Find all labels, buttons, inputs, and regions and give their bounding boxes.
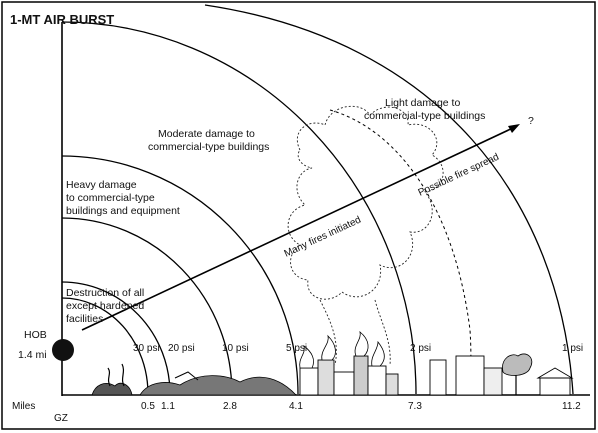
psi-20-label: 20 psi [168,343,195,354]
distance-2-8: 2.8 [223,401,237,412]
zone-destruction-line3: facilities [66,313,103,325]
smoke-plume-left [319,299,337,366]
arc-2psi [61,21,417,395]
fire-spread-label: Possible fire spread [417,152,501,199]
distance-11-2: 11.2 [562,401,581,412]
fireball-icon [52,339,74,361]
hob-label: HOB [24,329,47,341]
distance-7-3: 7.3 [408,401,422,412]
psi-1-label: 1 psi [562,343,583,354]
many-fires-label: Many fires initiated [283,215,363,260]
arc-30psi [61,297,149,395]
psi-5-label: 5 psi [286,343,307,354]
burning-buildings [299,330,399,396]
zone-moderate-line2: commercial-type buildings [148,141,269,153]
hob-height: 1.4 mi [18,349,47,361]
miles-label: Miles [12,401,35,412]
psi-10-label: 10 psi [222,343,249,354]
diagram-title: 1-MT AIR BURST [10,12,114,27]
arrowhead-icon [508,124,520,133]
zone-destruction-line1: Destruction of all [66,287,144,299]
distance-4-1: 4.1 [289,401,303,412]
distance-1-1: 1.1 [161,401,175,412]
question-mark: ? [528,115,534,127]
zone-heavy-line2: to commercial-type [66,192,155,204]
smoke-plume-right [374,299,391,366]
arc-20psi [61,281,171,395]
rubble [91,363,297,396]
zone-moderate-line1: Moderate damage to [158,128,255,140]
arc-10psi [61,217,233,395]
zone-destruction-line2: except hardened [66,300,144,312]
psi-30-label: 30 psi [133,343,160,354]
fire-spread-arrow [81,126,516,331]
fire-boundary [329,109,472,395]
zone-light-line1: Light damage to [385,97,460,109]
gz-label: GZ [54,413,68,424]
zone-heavy-line3: buildings and equipment [66,205,180,217]
zone-light-line2: commercial-type buildings [364,110,485,122]
buildings-light-damage [429,353,574,396]
psi-2-label: 2 psi [410,343,431,354]
arc-1psi [204,4,574,395]
distance-0-5: 0.5 [141,401,155,412]
zone-heavy-line1: Heavy damage [66,179,137,191]
smoke-cloud [287,105,444,300]
arc-5psi [61,155,299,395]
